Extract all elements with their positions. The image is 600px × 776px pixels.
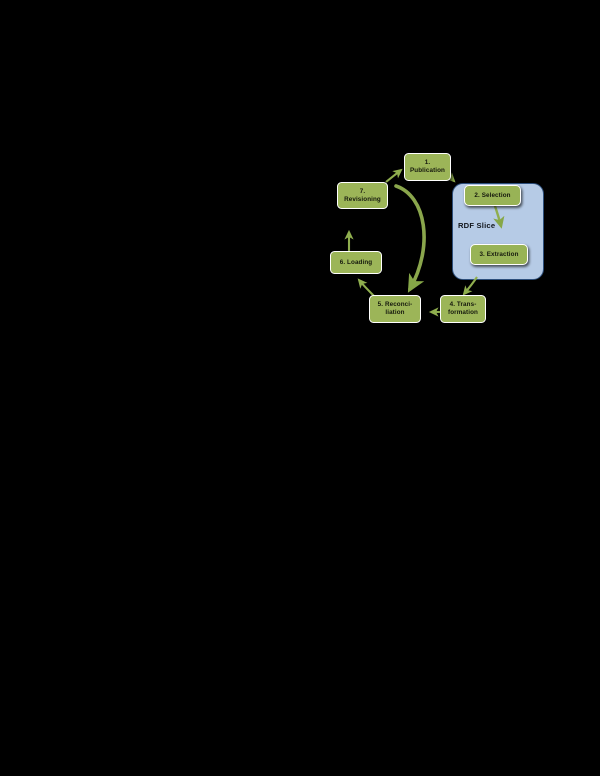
rdf-data-lifecycle-diagram: RDF Slice [318,140,556,345]
arrow-revisioning-to-publication [385,168,403,183]
step-box-selection[interactable]: 2. Selection [464,185,521,206]
step-box-loading[interactable]: 6. Loading [330,251,382,274]
step-reconciliation-line1: 5. Reconci- [377,301,413,309]
step-transformation-line2: formation [448,309,478,316]
step-revisioning-line1: 7. [359,187,366,195]
step-publication-line2: Publication [409,167,446,174]
step-box-transformation[interactable]: 4. Trans- formation [440,295,486,323]
arrow-reconciliation-to-loading [357,278,375,297]
step-loading-label: 6. Loading [339,258,373,266]
step-transformation-line1: 4. Trans- [449,301,477,309]
step-publication-line1: 1. [424,159,431,167]
step-box-publication[interactable]: 1. Publication [404,153,451,181]
step-box-extraction[interactable]: 3. Extraction [470,244,528,265]
step-reconciliation-line2: liation [385,309,405,316]
step-box-reconciliation[interactable]: 5. Reconci- liation [369,295,421,323]
arrow-selection-to-extraction [492,202,505,229]
step-selection-label: 2. Selection [474,191,511,199]
step-revisioning-line2: Revisioning [344,195,381,203]
arrow-extraction-to-transformation [462,276,478,296]
step-extraction-label: 3. Extraction [479,250,519,258]
arrow-inner-cycle-arc [394,184,426,293]
rdf-slice-label: RDF Slice [458,221,496,230]
step-box-revisioning[interactable]: 7. Revisioning [337,182,388,209]
